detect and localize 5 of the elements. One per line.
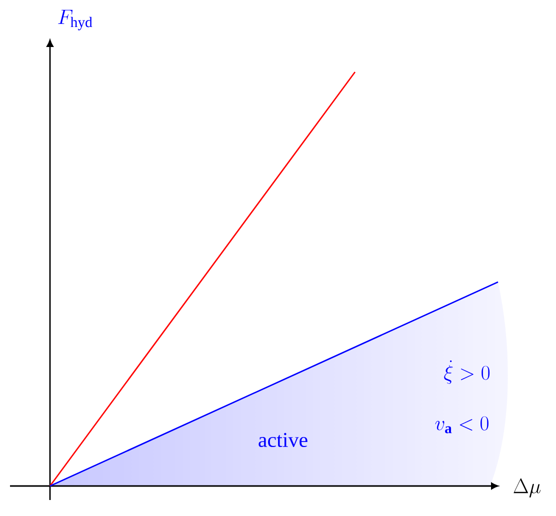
region-label: active xyxy=(258,432,308,448)
axis-label: $\Delta\mu$ xyxy=(514,478,540,498)
axis-label: $F_{\mathrm{hyd}}$ xyxy=(58,10,92,30)
condition-label: $\dot{\xi} > 0$ xyxy=(444,360,490,384)
condition-label: $v_{\mathbf{a}} < 0$ xyxy=(435,416,488,434)
